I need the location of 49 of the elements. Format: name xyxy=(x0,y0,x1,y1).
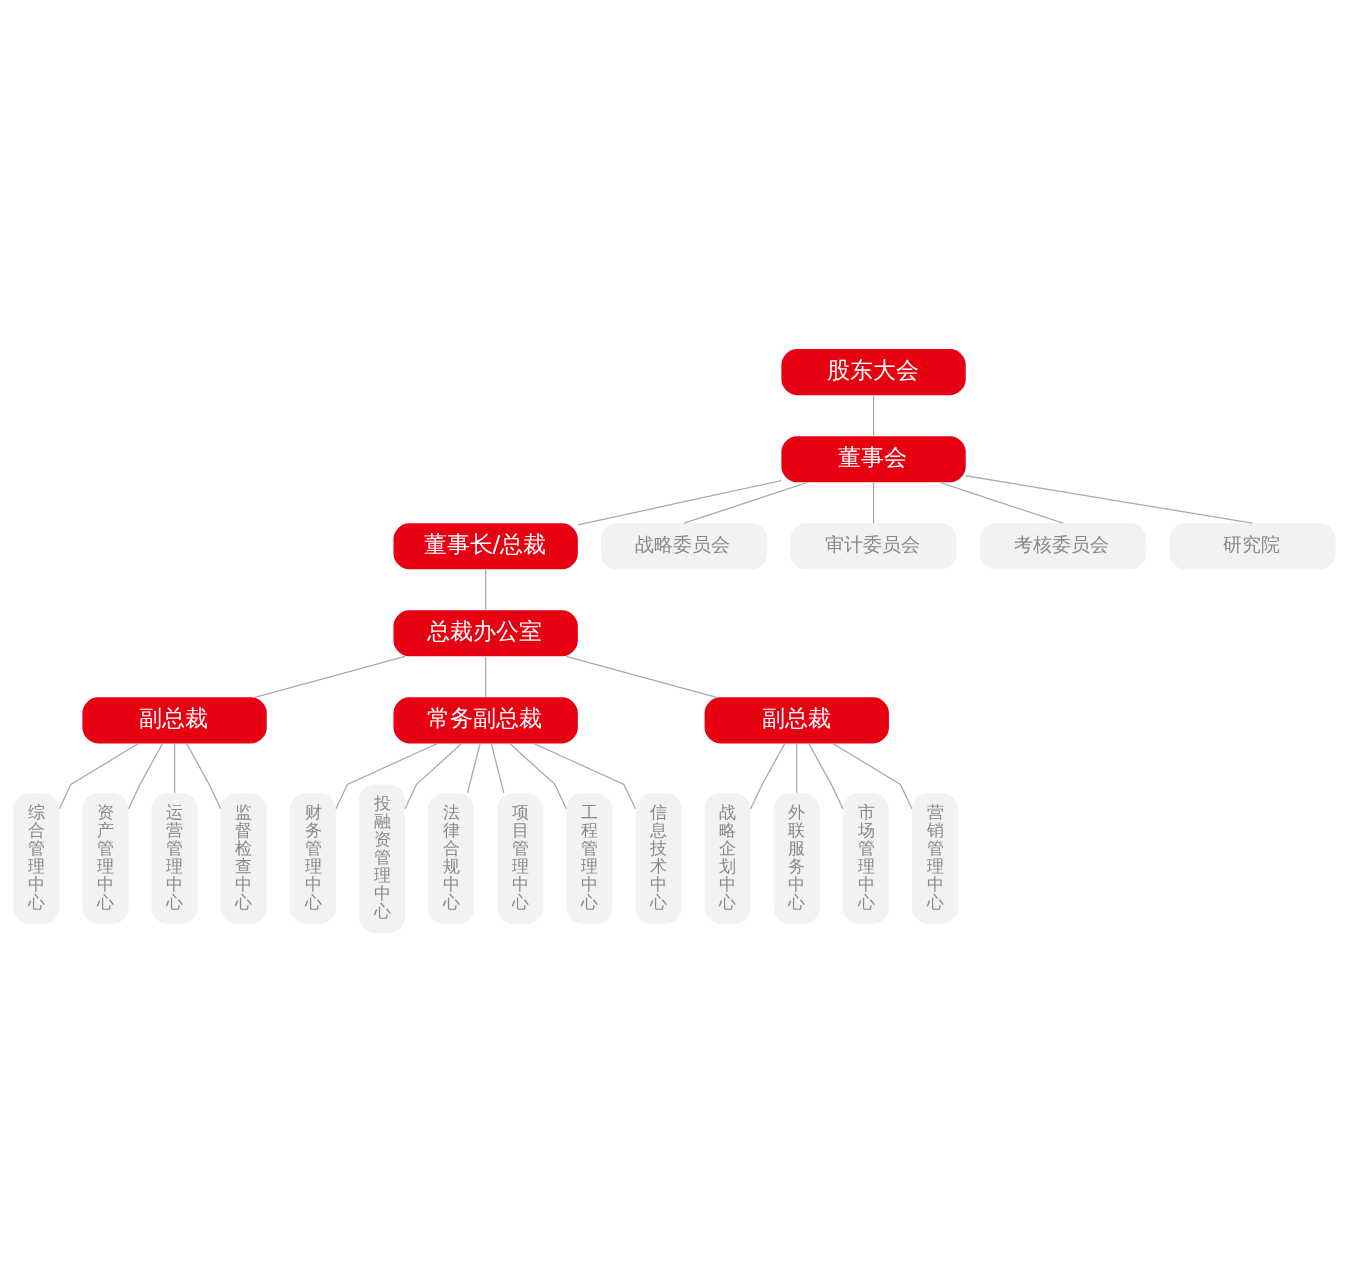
connector xyxy=(485,655,487,697)
connector xyxy=(127,742,164,809)
node-box: 战略委员会 xyxy=(600,522,768,569)
node-box: 投融资管理中心 xyxy=(358,783,405,933)
connector xyxy=(832,742,913,809)
node-box: 总裁办公室 xyxy=(393,609,578,656)
connector xyxy=(466,742,481,793)
node-box: 副总裁 xyxy=(704,696,889,743)
node-box: 审计委员会 xyxy=(790,522,957,569)
node-box: 项目管理中心 xyxy=(497,792,544,924)
connector xyxy=(173,742,176,793)
connector xyxy=(509,742,567,809)
connector xyxy=(872,481,875,524)
node-box: 法律合规中心 xyxy=(428,792,475,924)
node-box: 信息技术中心 xyxy=(635,792,682,924)
node-box: 资产管理中心 xyxy=(82,792,129,924)
node-box: 股东大会 xyxy=(781,348,966,395)
connector xyxy=(490,742,505,793)
connector xyxy=(808,742,844,809)
node-box: 副总裁 xyxy=(82,696,267,743)
node-box: 综合管理中心 xyxy=(13,792,60,924)
connector xyxy=(254,655,406,698)
connector xyxy=(872,394,875,436)
connector xyxy=(577,479,782,525)
connector xyxy=(750,742,786,809)
connector xyxy=(683,481,809,524)
node-box: 监督检查中心 xyxy=(220,792,267,924)
connector xyxy=(485,568,487,610)
node-box: 董事会 xyxy=(781,435,966,482)
node-box: 财务管理中心 xyxy=(289,792,336,924)
node-box: 工程管理中心 xyxy=(566,792,613,924)
connector xyxy=(404,742,463,809)
connector xyxy=(938,481,1064,524)
node-box: 战略企划中心 xyxy=(704,792,751,924)
node-box: 市场管理中心 xyxy=(842,792,889,924)
connector xyxy=(565,655,718,698)
connector xyxy=(965,474,1254,524)
node-box: 营销管理中心 xyxy=(911,792,959,924)
connector xyxy=(335,742,439,809)
node-box: 董事长/总裁 xyxy=(393,522,578,569)
node-box: 常务副总裁 xyxy=(393,696,578,743)
node-box: 考核委员会 xyxy=(979,522,1147,569)
connector xyxy=(58,742,139,809)
connector xyxy=(796,742,798,793)
node-box: 研究院 xyxy=(1169,522,1336,569)
connector xyxy=(533,742,637,809)
connector xyxy=(186,742,222,809)
node-box: 外联服务中心 xyxy=(773,792,820,924)
node-box: 运营管理中心 xyxy=(151,792,198,924)
